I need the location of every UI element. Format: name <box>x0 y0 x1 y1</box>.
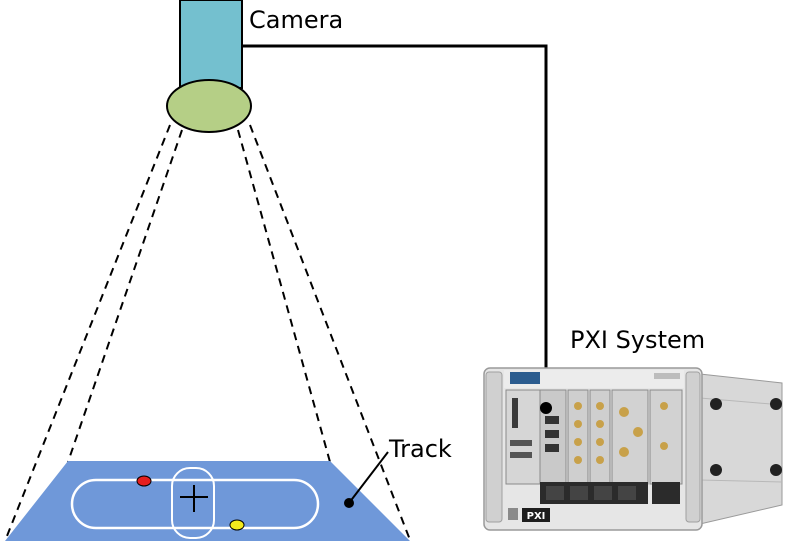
ni-logo <box>510 372 540 384</box>
track-loop <box>70 478 320 530</box>
crosshair-icon <box>180 485 208 512</box>
pxi-system-label: PXI System <box>570 326 706 354</box>
track-leader-line <box>348 451 389 504</box>
track <box>5 451 410 541</box>
pxi-front-badge-text: PXI <box>527 511 546 522</box>
side-foot-bottom-right <box>770 464 782 476</box>
fov-inner-right-line <box>237 129 331 463</box>
track-label: Track <box>389 435 452 463</box>
pxi-front-badge <box>522 508 550 522</box>
camera-icon <box>166 0 252 133</box>
yellow-marker <box>229 519 245 531</box>
red-marker <box>136 475 152 487</box>
track-vehicle-frame <box>171 467 215 539</box>
side-foot-top-right <box>770 398 782 410</box>
camera-label: Camera <box>249 6 344 34</box>
power-button <box>508 508 518 520</box>
controller-module <box>505 389 541 485</box>
fov-outer-left-line <box>6 124 171 537</box>
pxi-chassis-icon: PXI <box>483 367 783 531</box>
side-foot-top-left <box>710 398 722 410</box>
side-foot-bottom-left <box>710 464 722 476</box>
pxi-cable-connection-dot <box>540 402 552 414</box>
io-module-3 <box>611 389 649 485</box>
camera-field-of-view <box>6 124 411 541</box>
camera-body <box>179 0 243 89</box>
fov-outer-right-line <box>249 124 411 541</box>
camera-lens <box>166 79 252 133</box>
camera-cable <box>242 44 548 408</box>
chassis-side-panel <box>699 373 783 525</box>
fov-inner-left-line <box>67 129 183 463</box>
